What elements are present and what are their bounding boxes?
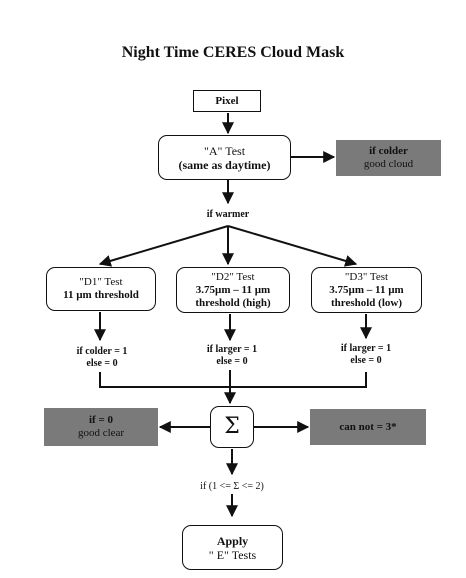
if-zero-box: if = 0 good clear bbox=[44, 408, 158, 446]
d3-output-line2: else = 0 bbox=[350, 355, 382, 366]
d1-label: "D1" Test bbox=[79, 276, 123, 288]
d2-output-line1: if larger = 1 bbox=[206, 344, 258, 355]
test-a-note: (same as daytime) bbox=[178, 157, 271, 172]
if-warmer-label: if warmer bbox=[206, 209, 250, 220]
if-colder-label: if colder bbox=[369, 145, 408, 157]
d3-wavelengths: 3.75µm – 11 µm bbox=[329, 283, 404, 296]
d2-output-line2: else = 0 bbox=[216, 356, 248, 367]
test-a-box: "A" Test (same as daytime) bbox=[158, 135, 291, 180]
d2-test-box: "D2" Test 3.75µm – 11 µm threshold (high… bbox=[176, 267, 290, 313]
d1-output-line1: if colder = 1 bbox=[76, 346, 128, 357]
arrow-to-d3 bbox=[227, 225, 358, 267]
bracket-d1 bbox=[99, 372, 367, 388]
d1-output-line2: else = 0 bbox=[86, 358, 118, 369]
apply-label: Apply bbox=[216, 533, 249, 548]
d3-label: "D3" Test bbox=[344, 270, 389, 283]
pixel-box: Pixel bbox=[193, 90, 261, 112]
e-tests-label: " E" Tests bbox=[208, 547, 257, 562]
diagram-title: Night Time CERES Cloud Mask bbox=[121, 44, 345, 61]
d2-threshold: threshold (high) bbox=[195, 296, 271, 309]
sigma-symbol: Σ bbox=[224, 414, 240, 439]
d2-output: if larger = 1 else = 0 bbox=[192, 344, 272, 368]
if-zero-label: if = 0 bbox=[89, 414, 113, 426]
d2-wavelengths: 3.75µm – 11 µm bbox=[195, 283, 271, 296]
d1-output: if colder = 1 else = 0 bbox=[62, 346, 142, 370]
pixel-label: Pixel bbox=[215, 94, 239, 107]
d3-test-box: "D3" Test 3.75µm – 11 µm threshold (low) bbox=[311, 267, 422, 313]
d1-threshold: 11 µm threshold bbox=[63, 289, 139, 301]
good-clear-label: good clear bbox=[77, 427, 125, 439]
good-cloud-label: good cloud bbox=[363, 158, 414, 170]
test-a-label: "A" Test bbox=[203, 143, 246, 158]
d3-output: if larger = 1 else = 0 bbox=[326, 343, 406, 367]
can-not-label: can not = 3* bbox=[339, 420, 397, 433]
can-not-box: can not = 3* bbox=[310, 409, 426, 445]
sum-box: Σ bbox=[210, 406, 254, 448]
d2-label: "D2" Test bbox=[211, 270, 255, 283]
d3-threshold: threshold (low) bbox=[331, 296, 402, 309]
arrow-to-d1 bbox=[98, 225, 229, 267]
d1-test-box: "D1" Test 11 µm threshold bbox=[46, 267, 156, 311]
sum-condition: if (1 <= Σ <= 2) bbox=[200, 481, 264, 492]
apply-e-tests-box: Apply " E" Tests bbox=[182, 525, 283, 570]
if-colder-box: if colder good cloud bbox=[336, 140, 441, 176]
d3-output-line1: if larger = 1 bbox=[340, 343, 392, 354]
